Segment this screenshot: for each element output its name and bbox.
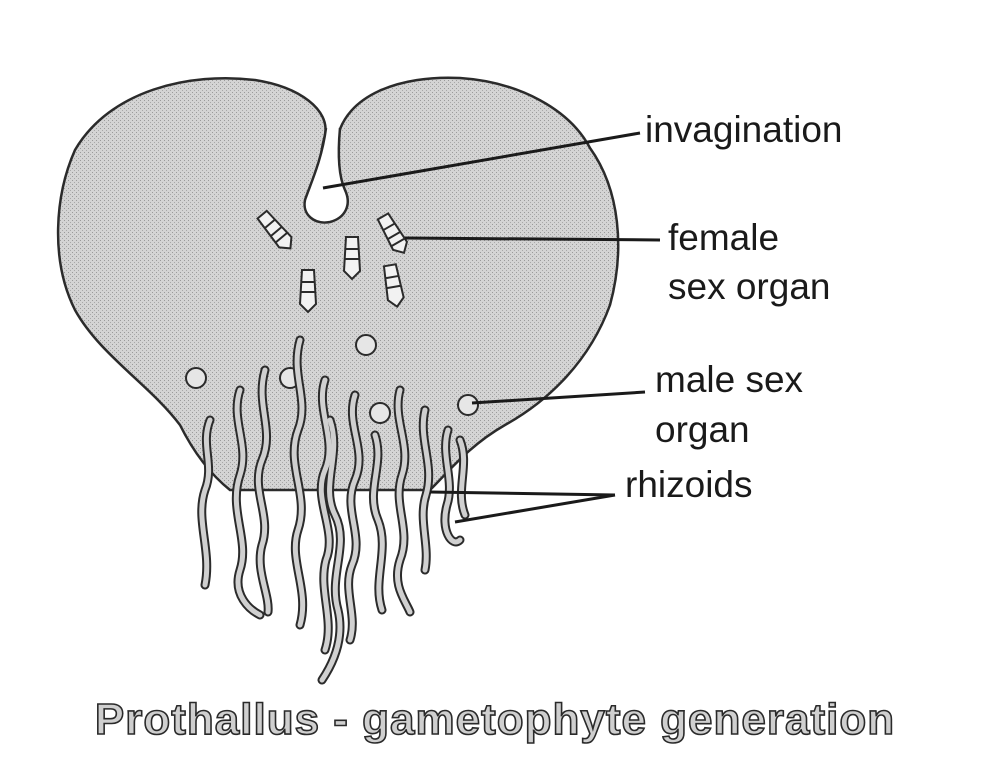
archegonium-4 (298, 269, 318, 314)
archegonium-2 (342, 236, 362, 281)
archegonium-5 (382, 263, 405, 309)
label-rhizoids: rhizoids (625, 464, 753, 505)
label-female-sex-organ-line1: female (668, 217, 780, 258)
archegonium-3 (376, 212, 409, 255)
archegonium-1 (256, 209, 293, 250)
leader-rhizoids-1 (429, 490, 616, 497)
label-invagination: invagination (645, 109, 843, 150)
rhizoids (197, 335, 470, 685)
antheridium-3 (355, 334, 377, 356)
antheridium-5 (457, 394, 479, 416)
leader-rhizoids-2 (454, 493, 616, 524)
leader-invagination (322, 131, 641, 190)
leader-female-sex-organ (404, 236, 661, 242)
label-male-sex-organ-line2: organ (655, 409, 750, 450)
leader-male-sex-organ (471, 390, 646, 405)
invagination-notch (303, 127, 349, 224)
female-sex-organs (256, 209, 409, 314)
diagram-title: Prothallus - gametophyte generation (94, 694, 896, 745)
label-male-sex-organ-line1: male sex (655, 359, 804, 400)
antheridium-1 (185, 367, 207, 389)
label-female-sex-organ-line2: sex organ (668, 266, 831, 307)
antheridium-4 (369, 402, 391, 424)
leader-lines (322, 131, 661, 524)
